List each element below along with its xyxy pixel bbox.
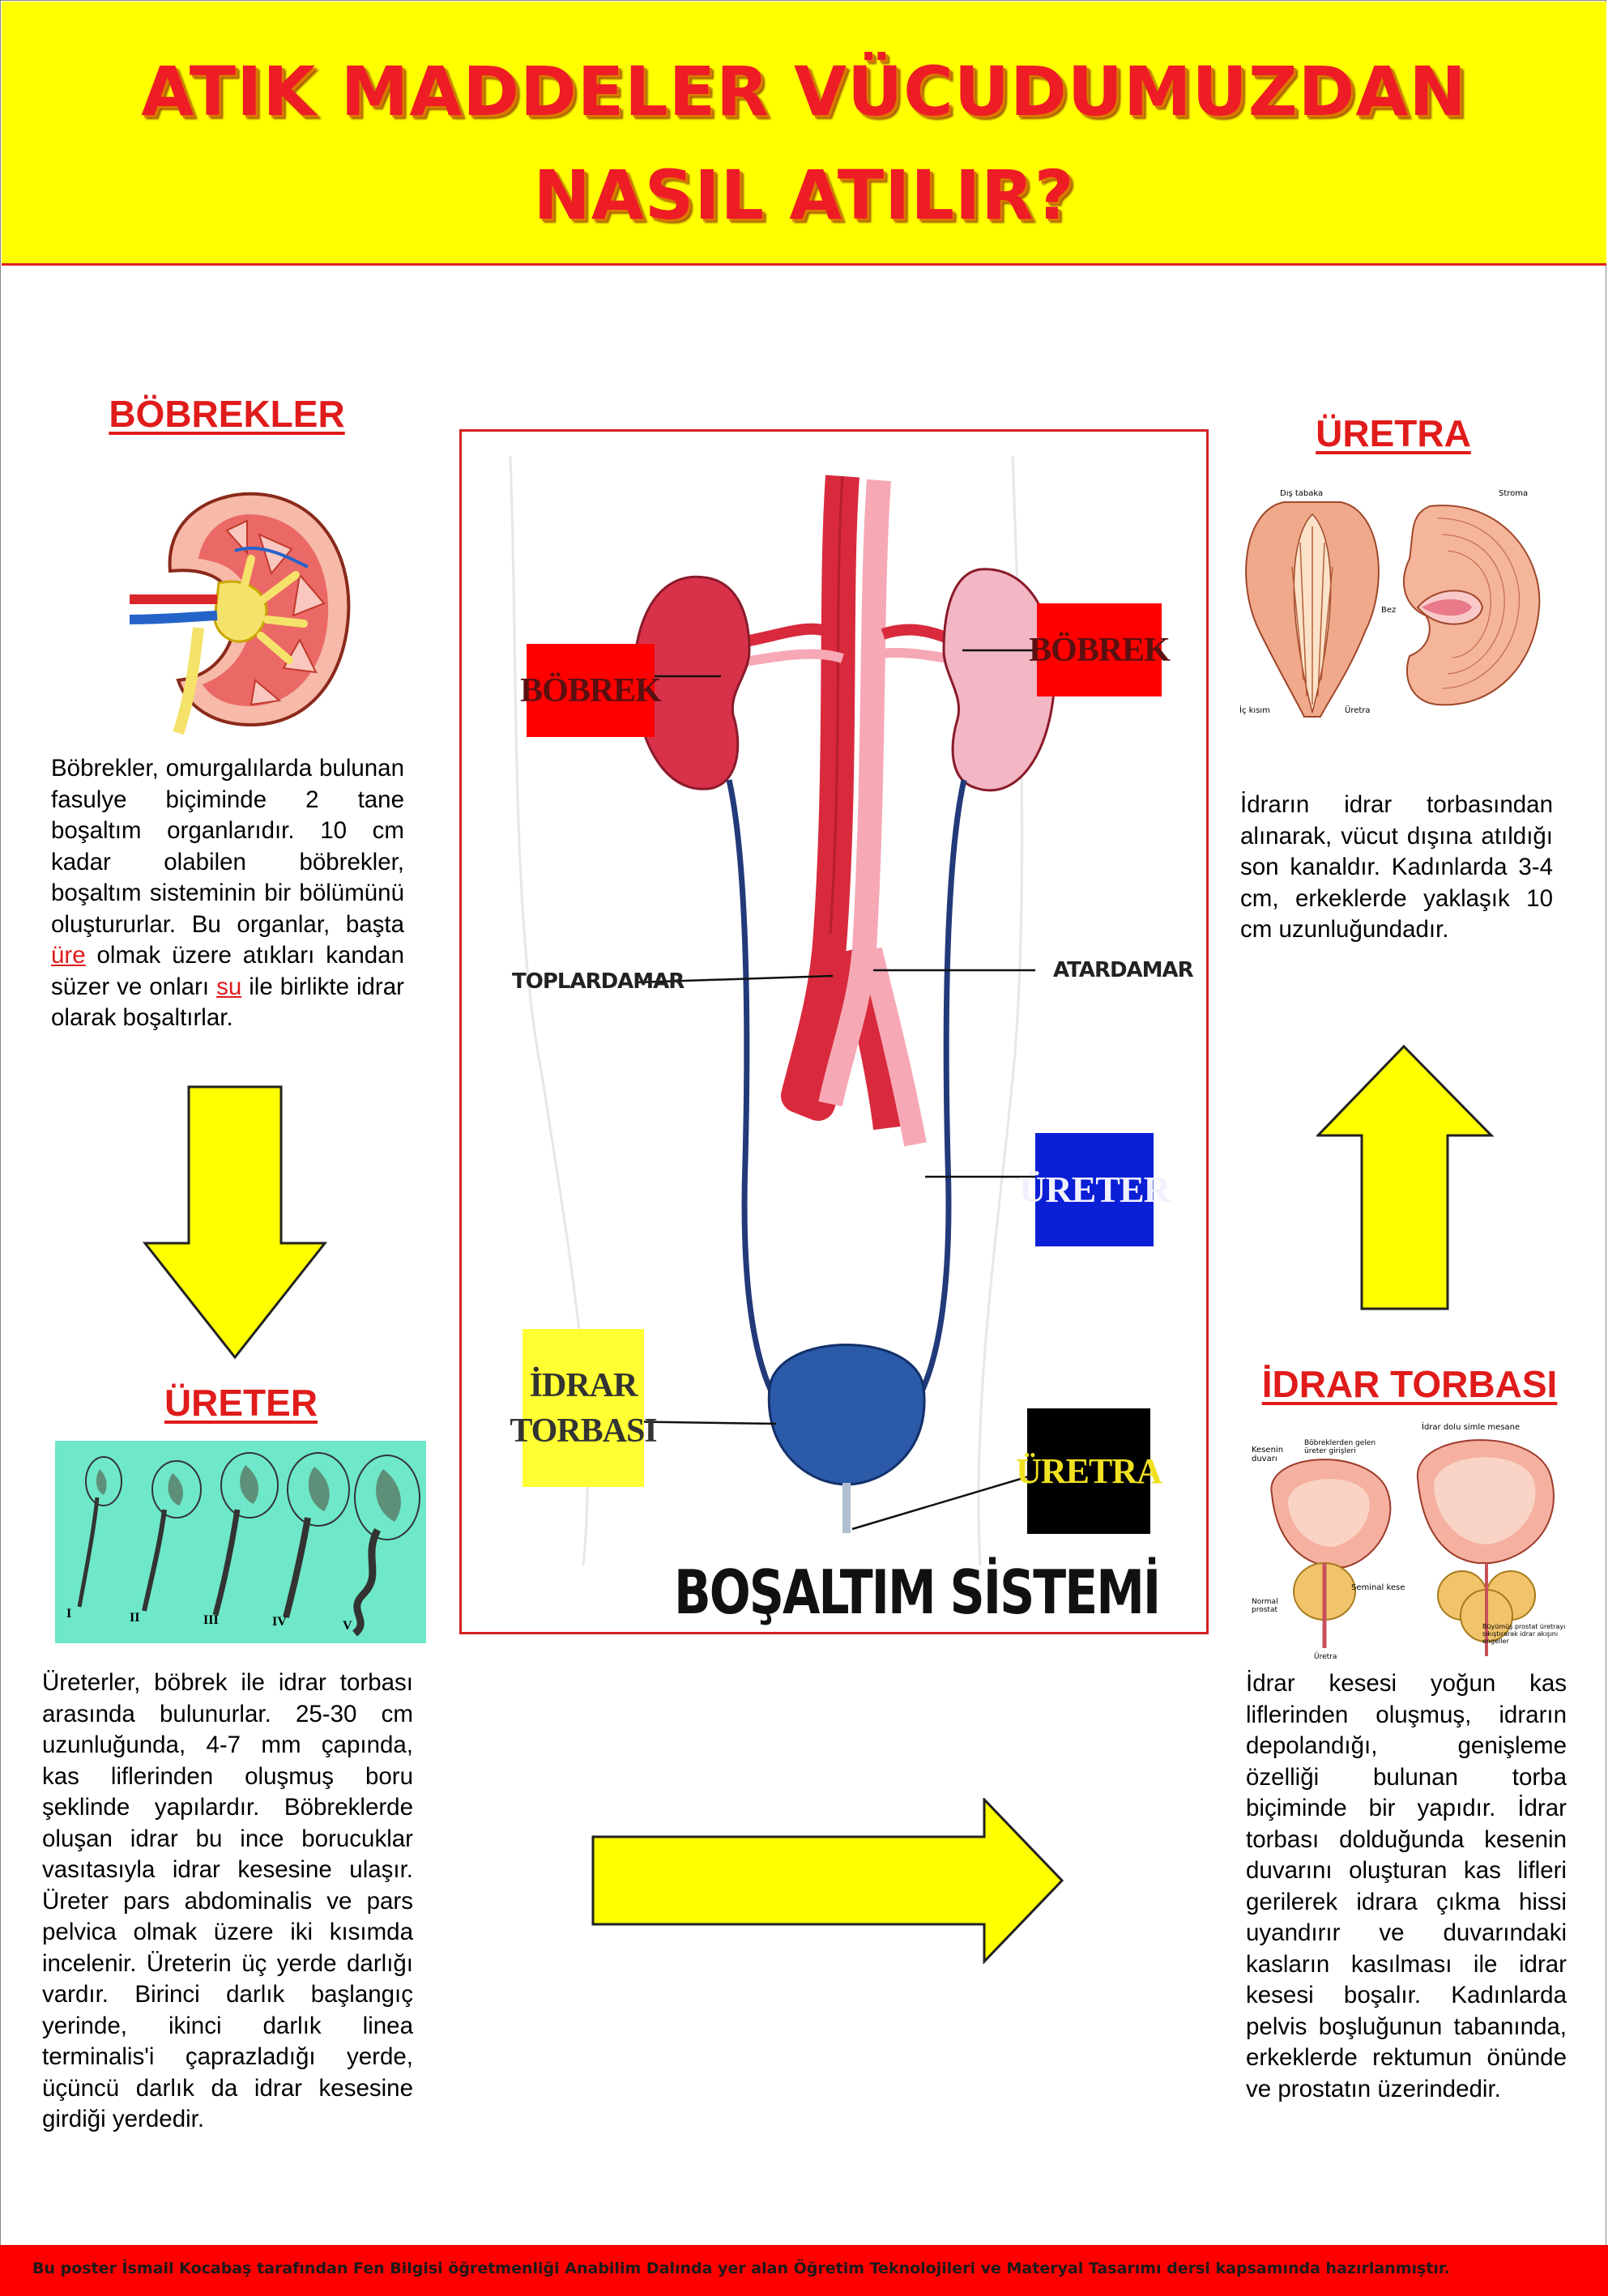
- title-banner: ATIK MADDELER VÜCUDUMUZDAN NASIL ATILIR?: [2, 2, 1606, 266]
- idrar-torbasi-illus-label: İdrar dolu simle mesane: [1422, 1423, 1521, 1432]
- uretra-illus-label: Stroma: [1499, 489, 1529, 498]
- ureter-stage-label: IV: [272, 1615, 287, 1629]
- section-title-uretra: ÜRETRA: [1316, 412, 1471, 454]
- diagram-label-idrar-torbasi: İDRAR TORBASI: [510, 1329, 658, 1487]
- idrar-torbasi-illus-label: Üretra: [1314, 1653, 1337, 1661]
- ureter-stage-label: III: [203, 1613, 219, 1627]
- diagram-label-bobrek-left: BÖBREK: [520, 644, 662, 737]
- ureter-stage-label: V: [343, 1619, 352, 1633]
- footer-credit: Bu poster İsmail Kocabaş tarafından Fen …: [32, 2260, 1450, 2277]
- idrar-torbasi-illus-label: Büyümüş prostat üretrayı sıkıştırarak id…: [1482, 1623, 1566, 1645]
- ureter-stage-label: II: [130, 1611, 140, 1625]
- diagram-title: BOŞALTIM SİSTEMİ: [674, 1557, 1161, 1629]
- bobrekler-text: Böbrekler, omurgalılarda bulunan fasulye…: [51, 755, 404, 1031]
- diagram-label-atardamar: ATARDAMAR: [1053, 958, 1194, 982]
- idrar-torbasi-illus-label: Normal prostat: [1252, 1598, 1278, 1614]
- section-title-bobrekler: BÖBREKLER: [109, 393, 345, 435]
- diagram-label-toplardamar: TOPLARDAMAR: [512, 969, 685, 994]
- arrow-up-icon: [1316, 1045, 1495, 1310]
- idrar-torbasi-illustration: İdrar dolu simle mesane Kesenin duvarı B…: [1248, 1421, 1572, 1664]
- uretra-illus-label: Üretra: [1345, 706, 1371, 715]
- poster-title-line-1: ATIK MADDELER VÜCUDUMUZDAN: [141, 52, 1467, 131]
- highlight-su: su: [216, 973, 242, 1000]
- diagram-label-idrar-torbasi-line2: TORBASI: [510, 1412, 657, 1450]
- uretra-text: İdrarın idrar torbasından alınarak, vücu…: [1240, 791, 1553, 943]
- diagram-label-bobrek-right: BÖBREK: [1029, 603, 1171, 696]
- diagram-label-idrar-torbasi-line1: İDRAR: [529, 1366, 638, 1404]
- poster-title-line-2: NASIL ATILIR?: [533, 155, 1075, 235]
- kidney-illustration: [129, 492, 351, 735]
- uretra-illus-label: İç kısım: [1239, 706, 1270, 715]
- idrar-torbasi-illus-label: Seminal kese: [1351, 1583, 1405, 1592]
- diagram-label-uretra: ÜRETRA: [1016, 1408, 1162, 1534]
- uretra-illus-label: Bez: [1381, 606, 1397, 615]
- ureter-stage-label: I: [66, 1607, 72, 1621]
- arrow-right-icon: [591, 1798, 1064, 1964]
- section-title-ureter: ÜRETER: [164, 1382, 318, 1424]
- idrar-torbasi-illus-label: Böbreklerden gelen üreter girişleri: [1304, 1439, 1376, 1455]
- footer-band: Bu poster İsmail Kocabaş tarafından Fen …: [0, 2245, 1608, 2296]
- ureter-text: Üreterler, böbrek ile idrar torbası aras…: [42, 1669, 413, 2132]
- idrar-torbasi-illus-label: Kesenin duvarı: [1252, 1446, 1284, 1463]
- ureter-development-illustration: I II III IV V: [55, 1441, 426, 1643]
- arrow-down-icon: [142, 1085, 328, 1360]
- section-title-idrar-torbasi: İDRAR TORBASI: [1261, 1363, 1558, 1405]
- diagram-label-ureter: ÜRETER: [1019, 1133, 1171, 1246]
- bosaltim-sistemi-diagram: BÖBREK BÖBREK TOPLARDAMAR ATARDAMAR ÜRET…: [459, 429, 1209, 1634]
- highlight-ure: üre: [51, 942, 86, 969]
- uretra-illustration: Dış tabaka Stroma Bez İç kısım Üretra: [1235, 486, 1543, 721]
- idrar-torbasi-text: İdrar kesesi yoğun kas liflerinden oluşm…: [1246, 1670, 1567, 2102]
- uretra-illus-label: Dış tabaka: [1280, 489, 1324, 498]
